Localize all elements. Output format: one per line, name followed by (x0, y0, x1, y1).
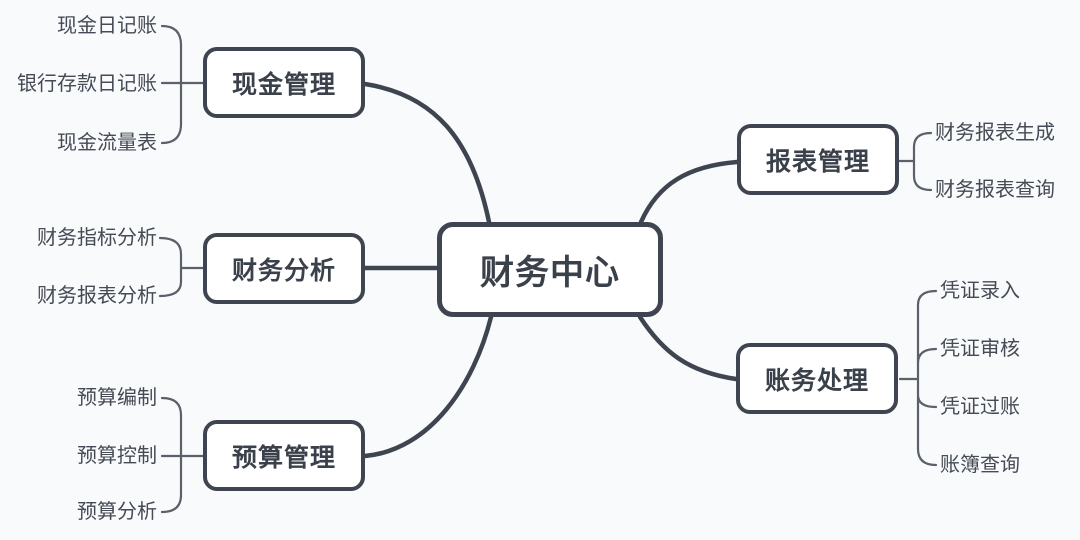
node-cash-management[interactable]: 现金管理 (203, 47, 365, 118)
edge-root-to-account-processing (637, 314, 739, 382)
leaf-financial-indicator-analysis[interactable]: 财务指标分析 (37, 227, 157, 249)
node-finance-center[interactable]: 财务中心 (437, 222, 663, 317)
leaf-connector-financial-analysis (158, 236, 206, 298)
leaf-budget-control[interactable]: 预算控制 (77, 445, 157, 467)
leaf-cash-journal[interactable]: 现金日记账 (57, 15, 157, 37)
edge-root-to-budget-management (362, 314, 494, 459)
leaf-connector-report-management (896, 131, 933, 192)
leaf-ledger-query[interactable]: 账簿查询 (940, 454, 1020, 476)
leaf-financial-report-generation[interactable]: 财务报表生成 (935, 122, 1055, 144)
leaf-voucher-review[interactable]: 凭证审核 (940, 338, 1020, 360)
leaf-budget-analysis[interactable]: 预算分析 (77, 501, 157, 523)
leaf-budget-preparation[interactable]: 预算编制 (77, 387, 157, 409)
node-account-processing[interactable]: 账务处理 (736, 343, 898, 414)
leaf-voucher-entry[interactable]: 凭证录入 (940, 280, 1020, 302)
leaf-connector-budget-management (160, 396, 206, 514)
leaf-cash-flow-statement[interactable]: 现金流量表 (57, 132, 157, 154)
leaf-bank-deposit-journal[interactable]: 银行存款日记账 (17, 73, 157, 95)
node-budget-management[interactable]: 预算管理 (203, 420, 365, 491)
leaf-financial-report-query[interactable]: 财务报表查询 (935, 179, 1055, 201)
leaf-financial-statement-analysis[interactable]: 财务报表分析 (37, 285, 157, 307)
edge-root-to-cash-management (362, 81, 492, 225)
edge-root-to-report-management (638, 159, 740, 225)
leaf-voucher-posting[interactable]: 凭证过账 (940, 396, 1020, 418)
leaf-connector-cash-management (160, 24, 206, 145)
node-report-management[interactable]: 报表管理 (737, 124, 899, 195)
leaf-connector-account-processing (898, 289, 938, 467)
node-financial-analysis[interactable]: 财务分析 (203, 233, 365, 304)
